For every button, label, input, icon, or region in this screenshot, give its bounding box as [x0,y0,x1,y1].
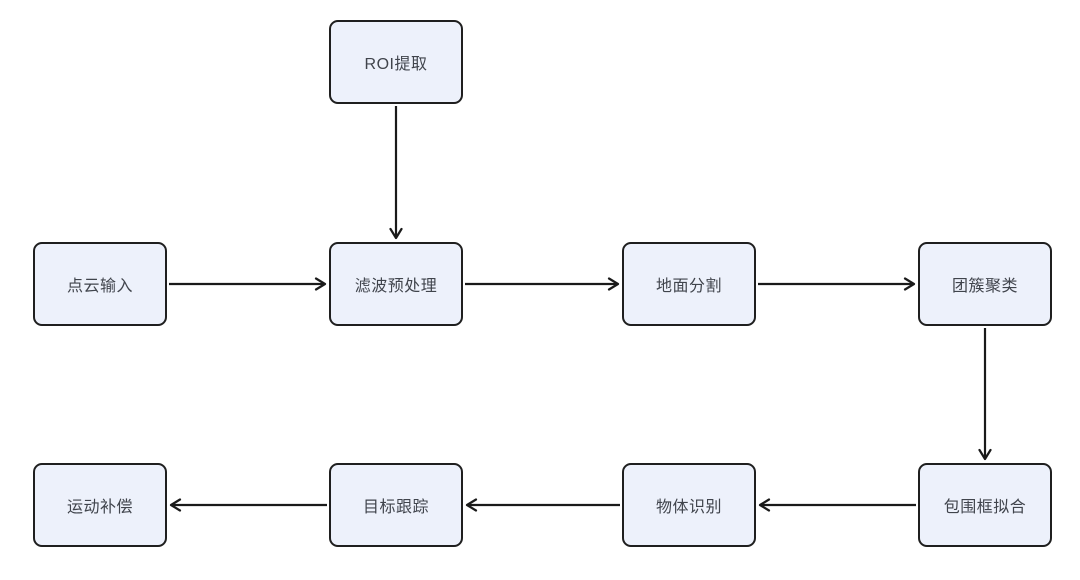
node-filter-preprocessing: 滤波预处理 [329,242,463,326]
node-cluster-clustering: 团簇聚类 [918,242,1052,326]
node-label: 包围框拟合 [943,499,1027,516]
node-target-tracking: 目标跟踪 [329,463,463,547]
node-bounding-box-fitting: 包围框拟合 [918,463,1052,547]
node-label: 目标跟踪 [362,499,429,516]
node-label: 地面分割 [655,278,722,295]
node-motion-compensation: 运动补偿 [33,463,167,547]
node-point-cloud-input: 点云输入 [33,242,167,326]
node-label: 滤波预处理 [354,278,438,295]
node-object-recognition: 物体识别 [622,463,756,547]
node-label: ROI提取 [364,56,428,73]
node-label: 团簇聚类 [951,278,1018,295]
node-label: 物体识别 [655,499,722,516]
node-roi-extraction: ROI提取 [329,20,463,104]
node-ground-segmentation: 地面分割 [622,242,756,326]
node-label: 运动补偿 [66,499,133,516]
node-label: 点云输入 [66,278,133,295]
